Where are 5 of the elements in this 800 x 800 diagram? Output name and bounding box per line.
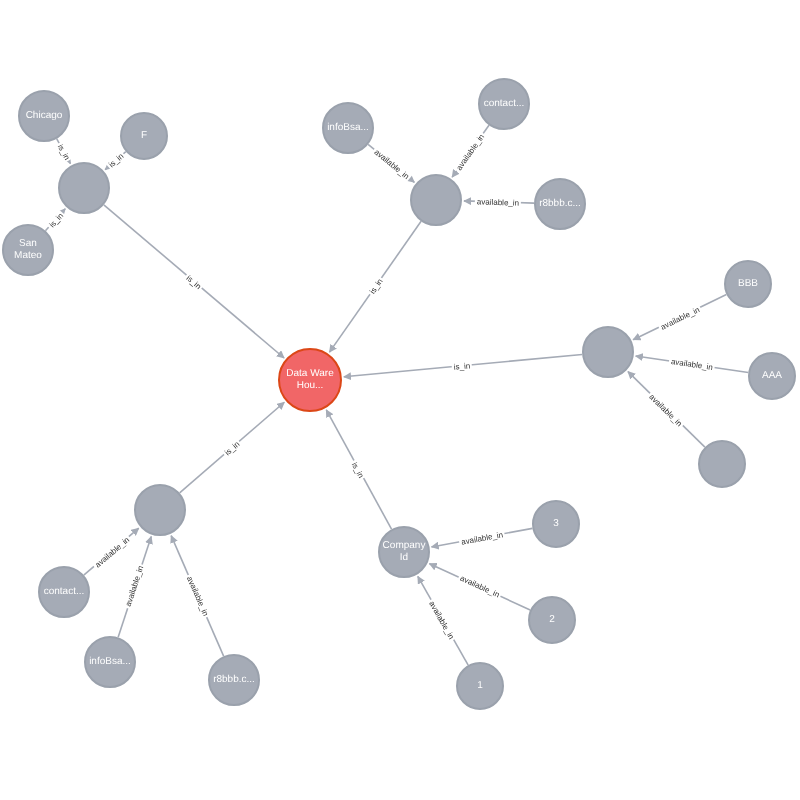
arrow [103,204,285,359]
arrow [343,353,583,381]
arrow [328,220,422,353]
arrow [325,409,393,530]
arrow [178,401,286,494]
